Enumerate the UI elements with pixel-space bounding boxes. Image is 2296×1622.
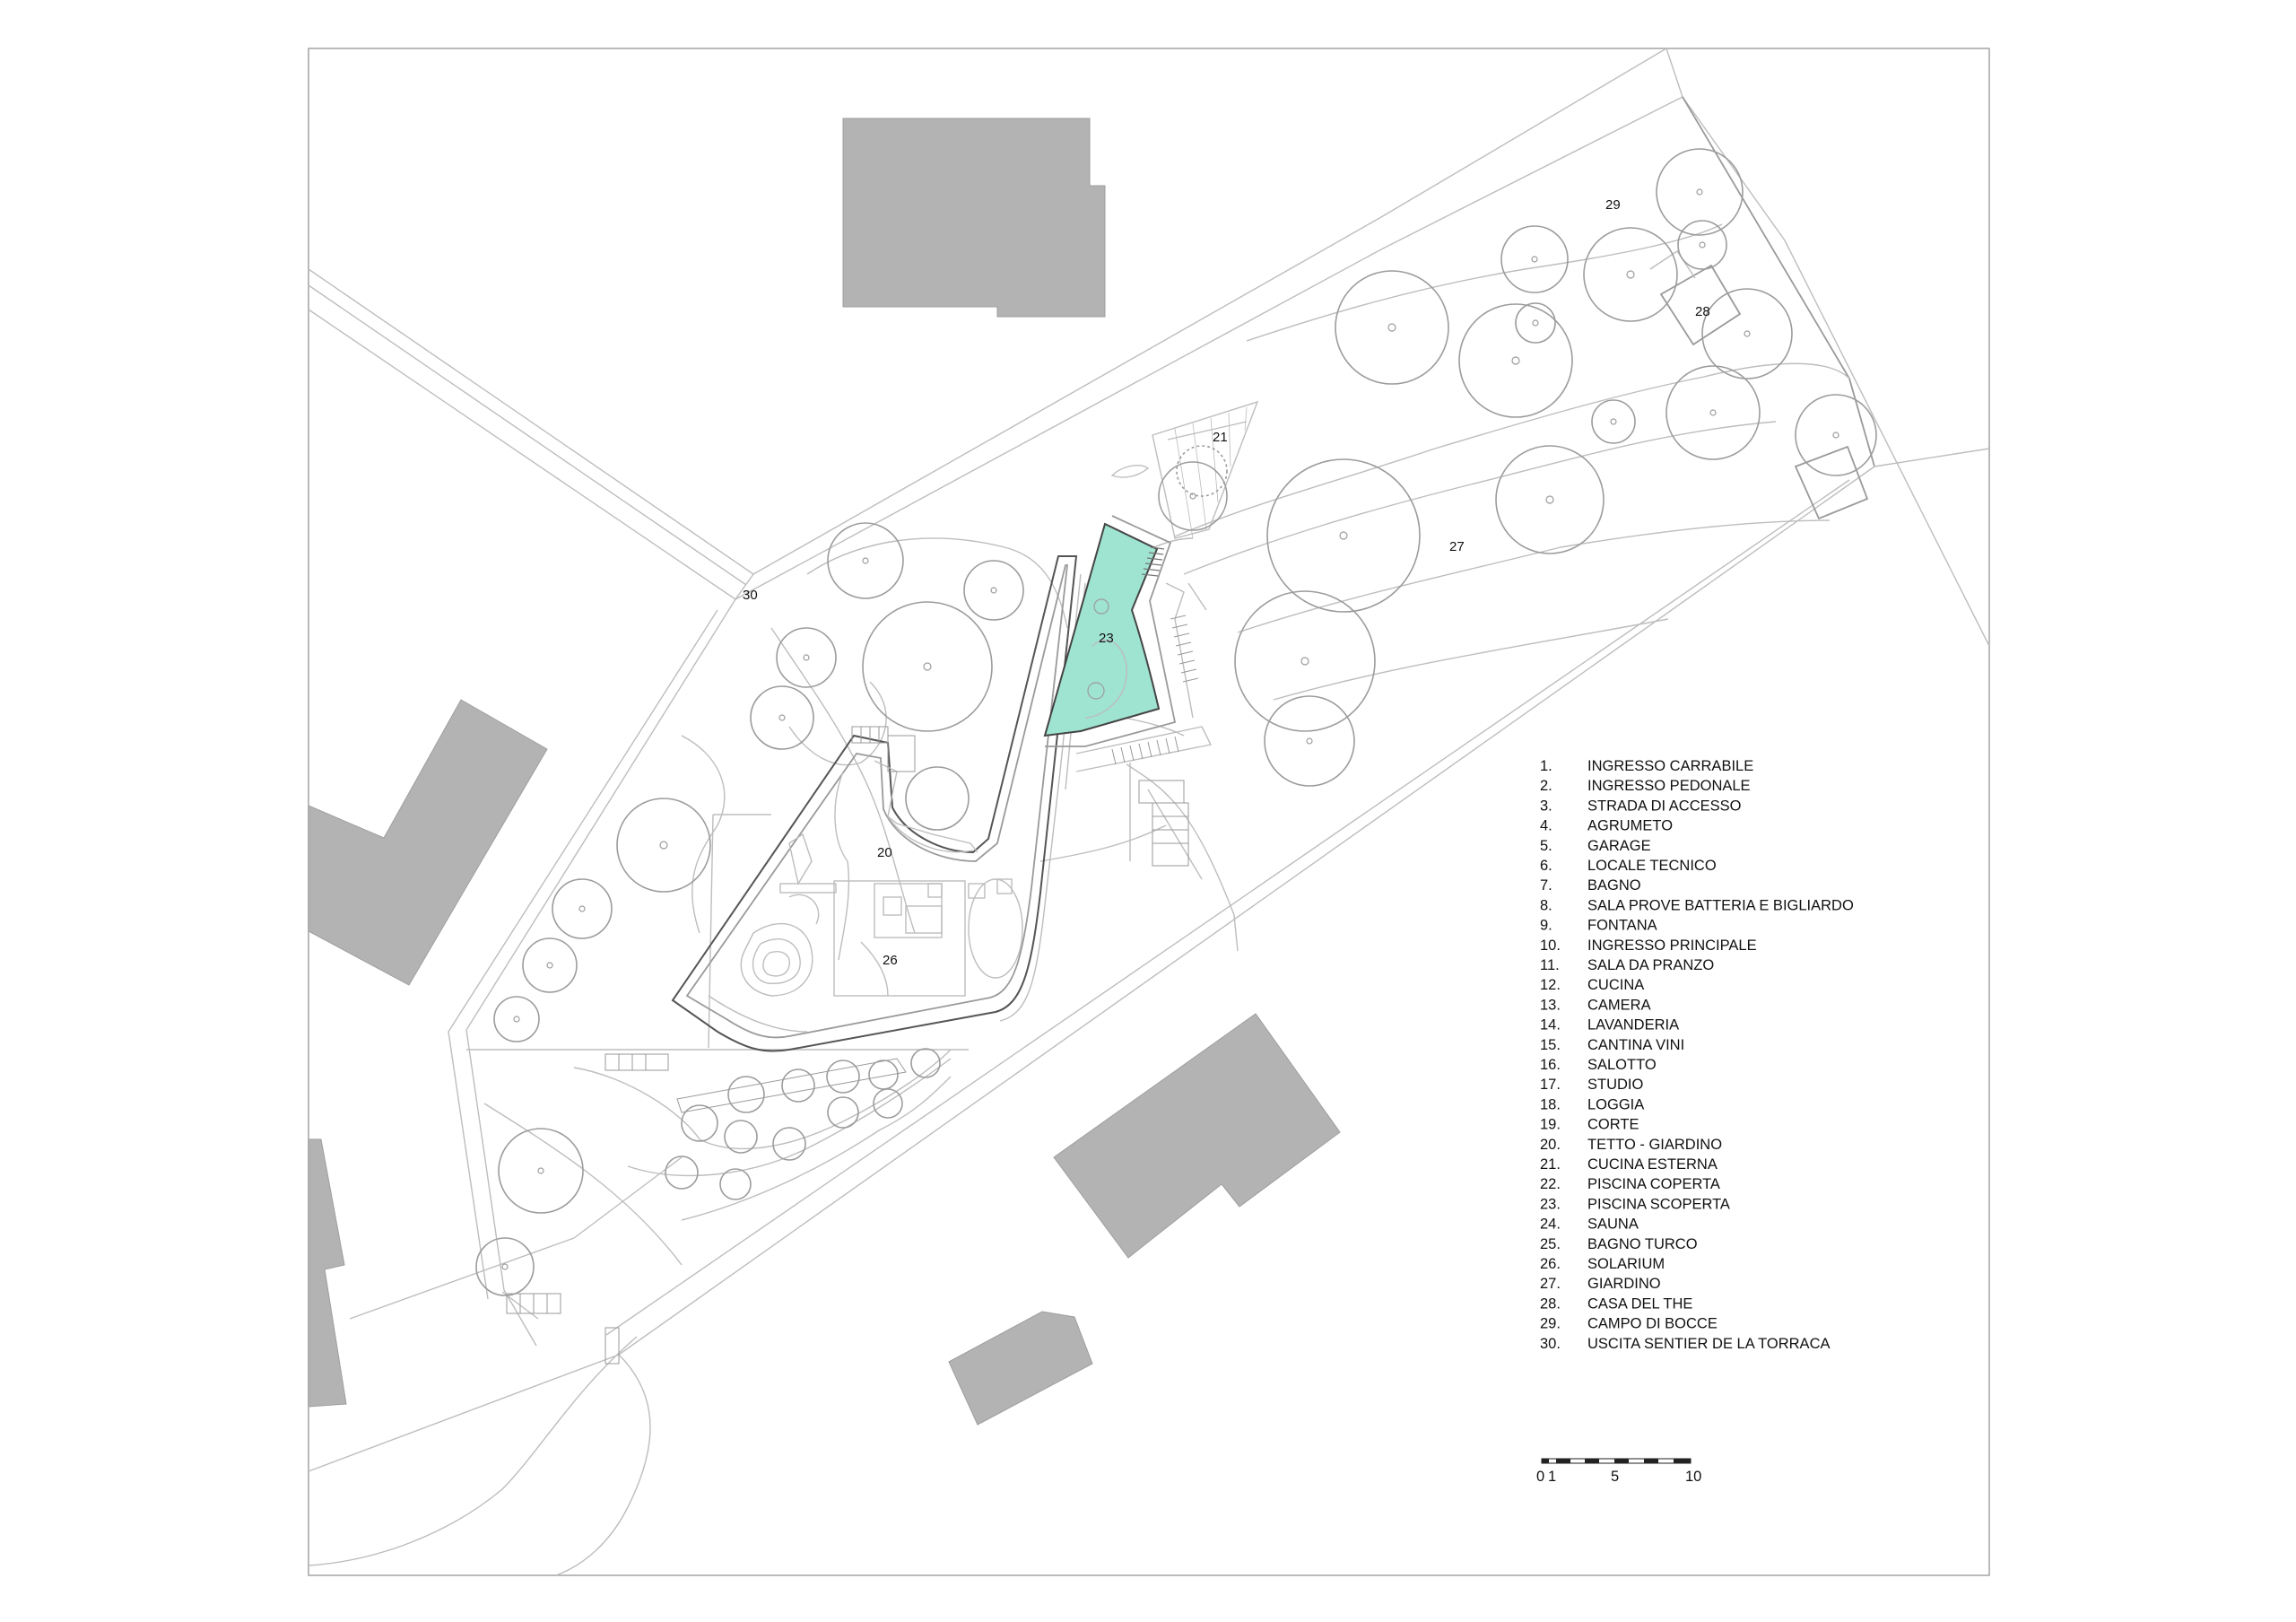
legend-label: GARAGE (1587, 838, 1651, 854)
legend-label: BAGNO (1587, 877, 1641, 894)
legend-number: 10. (1540, 937, 1561, 954)
legend-number: 13. (1540, 997, 1561, 1013)
legend-number: 16. (1540, 1057, 1561, 1073)
trees (475, 148, 1877, 1296)
plan-label-30: 30 (743, 588, 758, 603)
neighbouring-buildings (308, 118, 1341, 1426)
neighbour-building-southwest (308, 1138, 347, 1408)
legend-label: CAMERA (1587, 997, 1651, 1013)
legend-label: BAGNO TURCO (1587, 1236, 1698, 1252)
garden-paths (573, 223, 1850, 1221)
legend-label: FONTANA (1587, 918, 1657, 934)
plan-labels: 20 21 23 26 27 28 29 30 (743, 197, 1710, 968)
stair-hatching (1111, 615, 1199, 765)
legend-label: CORTE (1587, 1117, 1639, 1133)
legend-label: SOLARIUM (1587, 1256, 1665, 1272)
legend-number: 1. (1540, 758, 1552, 774)
legend: 1. INGRESSO CARRABILE 2. INGRESSO PEDONALE 3… (1540, 758, 1854, 1352)
legend-number: 20. (1540, 1137, 1561, 1153)
legend-label: LOGGIA (1587, 1096, 1644, 1112)
legend-number: 21. (1540, 1156, 1561, 1173)
legend-label: INGRESSO PEDONALE (1587, 778, 1751, 794)
legend-number: 3. (1540, 798, 1552, 814)
legend-number: 28. (1540, 1295, 1561, 1312)
legend-number: 11. (1540, 957, 1560, 973)
legend-label: CASA DEL THE (1587, 1295, 1692, 1312)
plan-label-20: 20 (877, 845, 892, 860)
legend-number: 19. (1540, 1117, 1561, 1133)
legend-label: TETTO - GIARDINO (1587, 1137, 1722, 1153)
house (671, 555, 1086, 1052)
legend-label: USCITA SENTIER DE LA TORRACA (1587, 1336, 1831, 1352)
legend-label: PISCINA SCOPERTA (1587, 1196, 1730, 1212)
house-outline-outer (671, 555, 1078, 1052)
legend-label: AGRUMETO (1587, 818, 1673, 834)
neighbour-building-south (1053, 1013, 1341, 1259)
legend-label: SALA DA PRANZO (1587, 957, 1714, 973)
legend-number: 27. (1540, 1276, 1561, 1292)
plan-label-29: 29 (1605, 197, 1621, 213)
legend-number: 8. (1540, 897, 1552, 913)
legend-label: GIARDINO (1587, 1276, 1661, 1292)
pool-steps (1141, 546, 1165, 577)
legend-label: INGRESSO PRINCIPALE (1587, 937, 1757, 954)
legend-number: 29. (1540, 1316, 1561, 1332)
legend-number: 23. (1540, 1196, 1561, 1212)
plan-label-23: 23 (1099, 631, 1114, 646)
plan-label-27: 27 (1449, 539, 1465, 554)
legend-number: 14. (1540, 1017, 1561, 1033)
roads-and-boundaries (308, 48, 1990, 1576)
plan-label-28: 28 (1695, 304, 1710, 319)
legend-number: 17. (1540, 1077, 1561, 1093)
legend-number: 26. (1540, 1256, 1561, 1272)
plan-label-21: 21 (1213, 430, 1228, 445)
legend-number: 15. (1540, 1037, 1561, 1053)
legend-number: 30. (1540, 1336, 1561, 1352)
legend-label: LAVANDERIA (1587, 1017, 1679, 1033)
legend-number: 5. (1540, 838, 1552, 854)
neighbour-building-north (842, 118, 1106, 318)
legend-number: 25. (1540, 1236, 1561, 1252)
legend-number: 12. (1540, 977, 1561, 993)
legend-label: SALA PROVE BATTERIA E BIGLIARDO (1587, 897, 1854, 913)
legend-label: SAUNA (1587, 1216, 1639, 1233)
house-outline-inner (685, 564, 1069, 1039)
legend-label: LOCALE TECNICO (1587, 858, 1717, 874)
scale-tick-5: 5 (1611, 1469, 1619, 1485)
legend-number: 22. (1540, 1176, 1561, 1192)
legend-number: 18. (1540, 1096, 1561, 1112)
entry-steps (506, 726, 1189, 1365)
legend-label: STUDIO (1587, 1077, 1644, 1093)
outdoor-kitchen-21 (1152, 400, 1259, 539)
neighbour-building-small (948, 1311, 1093, 1426)
scale-tick-1: 1 (1548, 1469, 1556, 1485)
legend-number: 6. (1540, 858, 1552, 874)
tea-house-28 (1659, 264, 1742, 346)
scale-bar: 0 1 5 10 (1536, 1458, 1701, 1485)
plan-label-26: 26 (883, 953, 898, 968)
legend-label: STRADA DI ACCESSO (1587, 798, 1742, 814)
scale-tick-10: 10 (1685, 1469, 1701, 1485)
legend-number: 4. (1540, 818, 1552, 834)
legend-number: 9. (1540, 918, 1552, 934)
legend-number: 24. (1540, 1216, 1561, 1233)
legend-label: SALOTTO (1587, 1057, 1657, 1073)
scale-tick-0: 0 (1536, 1469, 1544, 1485)
legend-label: CUCINA (1587, 977, 1644, 993)
legend-label: CAMPO DI BOCCE (1587, 1316, 1718, 1332)
legend-label: INGRESSO CARRABILE (1587, 758, 1753, 774)
neighbour-building-west (308, 699, 548, 986)
legend-label: CANTINA VINI (1587, 1037, 1684, 1053)
pool-23 (1043, 522, 1161, 737)
legend-label: CUCINA ESTERNA (1587, 1156, 1718, 1173)
legend-label: PISCINA COPERTA (1587, 1176, 1720, 1192)
legend-number: 7. (1540, 877, 1552, 894)
legend-number: 2. (1540, 778, 1552, 794)
